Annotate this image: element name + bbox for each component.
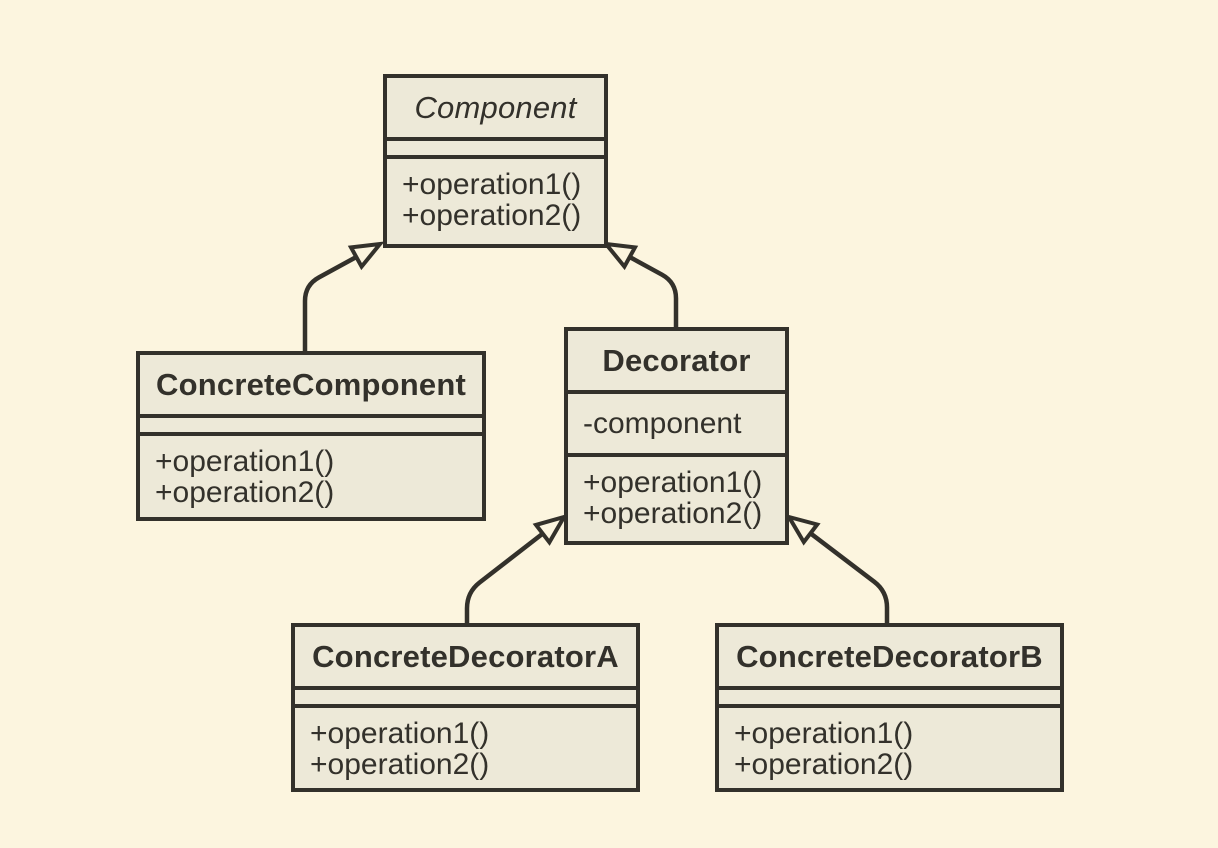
class-box-concretecomponent: ConcreteComponent +operation1() +operati… xyxy=(136,351,486,521)
operation-line: +operation1() xyxy=(583,466,763,499)
class-operations-concretedecoratora: +operation1() +operation2() xyxy=(295,708,636,788)
generalization-arrowhead-concretedecoratora-to-decorator xyxy=(532,513,569,546)
class-operations-concretecomponent: +operation1() +operation2() xyxy=(140,436,482,517)
operation-line: +operation1() xyxy=(310,717,490,750)
class-operations-concretedecoratorb: +operation1() +operation2() xyxy=(719,708,1060,788)
operation-line: +operation1() xyxy=(402,168,582,201)
operation-line: +operation2() xyxy=(155,476,335,509)
operation-line: +operation1() xyxy=(734,717,914,750)
operation-line: +operation2() xyxy=(583,497,763,530)
class-attributes-concretedecoratora xyxy=(295,690,636,708)
generalization-edge-concretecomponent-to-component xyxy=(302,255,358,352)
class-operations-decorator: +operation1() +operation2() xyxy=(568,457,785,541)
class-title-decorator: Decorator xyxy=(568,331,785,394)
class-title-component: Component xyxy=(387,78,604,141)
class-attributes-decorator: -component xyxy=(568,394,785,457)
class-box-concretedecoratorb: ConcreteDecoratorB +operation1() +operat… xyxy=(715,623,1064,792)
generalization-arrowhead-concretecomponent-to-component xyxy=(347,241,385,271)
generalization-edge-concretedecoratorb-to-decorator xyxy=(809,531,890,624)
class-title-concretedecoratorb: ConcreteDecoratorB xyxy=(719,627,1060,690)
class-attributes-component xyxy=(387,141,604,159)
class-box-concretedecoratora: ConcreteDecoratorA +operation1() +operat… xyxy=(291,623,640,792)
operation-line: +operation2() xyxy=(310,748,490,781)
class-title-concretedecoratora: ConcreteDecoratorA xyxy=(295,627,636,690)
generalization-edge-decorator-to-component xyxy=(628,255,679,328)
operation-line: +operation1() xyxy=(155,445,335,478)
generalization-arrowhead-concretedecoratorb-to-decorator xyxy=(784,513,821,546)
class-box-component: Component +operation1() +operation2() xyxy=(383,74,608,248)
operation-line: +operation2() xyxy=(402,199,582,232)
generalization-arrowhead-decorator-to-component xyxy=(601,241,639,271)
class-operations-component: +operation1() +operation2() xyxy=(387,159,604,244)
generalization-edge-concretedecoratora-to-decorator xyxy=(464,531,545,624)
class-title-concretecomponent: ConcreteComponent xyxy=(140,355,482,418)
class-attributes-concretedecoratorb xyxy=(719,690,1060,708)
class-box-decorator: Decorator -component +operation1() +oper… xyxy=(564,327,789,545)
attribute-line: -component xyxy=(583,406,742,440)
class-attributes-concretecomponent xyxy=(140,418,482,436)
operation-line: +operation2() xyxy=(734,748,914,781)
